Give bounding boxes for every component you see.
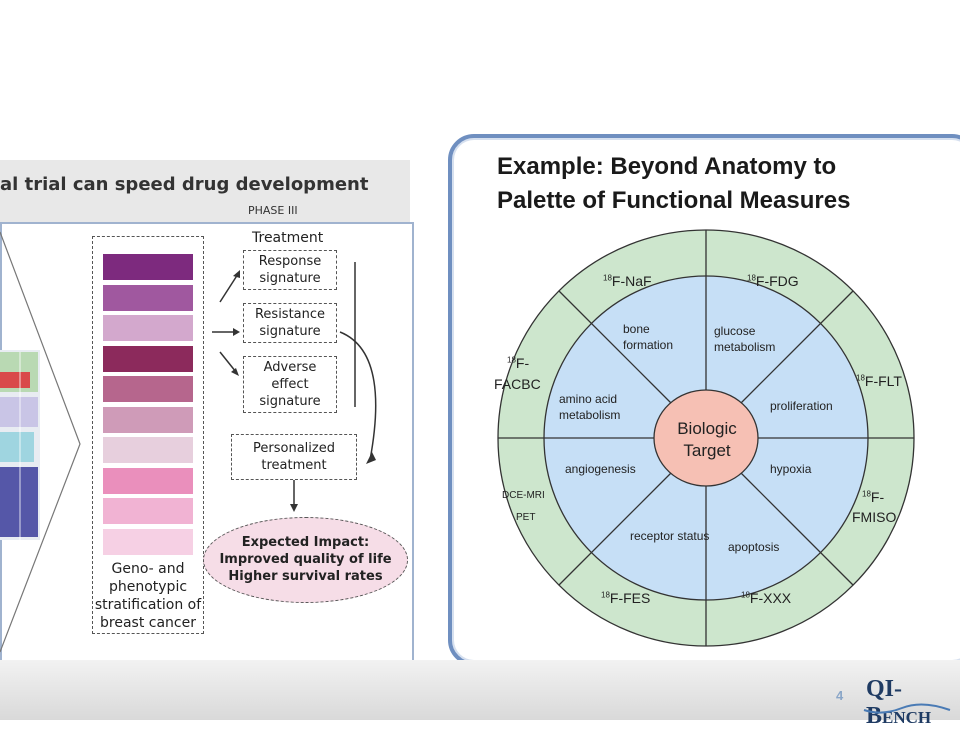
strata-swatch [103, 498, 193, 524]
panel-title: Example: Beyond Anatomy to Palette of Fu… [497, 153, 851, 214]
divider-top-right [739, 290, 854, 405]
label-f-naf: 18F-NaF [603, 273, 652, 289]
biomarker-wheel [497, 229, 915, 647]
expected-impact-ellipse: Expected Impact: Improved quality of lif… [203, 517, 408, 603]
label-pet: PET [516, 512, 536, 523]
strata-swatch [103, 437, 193, 463]
strata-swatch [103, 528, 193, 555]
response-signature-box: Response signature [243, 250, 337, 290]
patient-strata-column [92, 236, 204, 634]
phase-label: PHASE III [248, 204, 298, 217]
chevron-shape [0, 231, 81, 653]
label-f-facbc-bottom: FACBC [494, 376, 541, 392]
label-amino-acid-metabolism: amino acid metabolism [559, 392, 621, 422]
label-f-fmiso-bottom: FMISO [852, 509, 897, 525]
strata-swatch [103, 376, 193, 402]
resistance-signature-box: Resistance signature [243, 303, 337, 343]
left-figure-title: al trial can speed drug development [0, 174, 369, 195]
personalized-treatment-box: Personalized treatment [231, 434, 357, 480]
footer-band [0, 660, 960, 720]
strata-swatch [103, 284, 193, 311]
label-f-fmiso-top: 18F- [862, 489, 885, 505]
divider-bottom-right [739, 471, 854, 586]
left-figure-graphics [0, 231, 377, 653]
label-f-fes: 18F-FES [601, 590, 651, 606]
biologic-target-node [653, 389, 759, 487]
biologic-target-label: Biologic Target [677, 419, 737, 460]
label-angiogenesis: angiogenesis [565, 462, 636, 476]
label-bone-formation: bone formation [623, 322, 674, 352]
label-f-flt: 18F-FLT [856, 373, 902, 389]
label-f-xxx: 18F-XXX [741, 590, 792, 606]
label-apoptosis: apoptosis [728, 540, 780, 554]
adverse-effect-signature-box: Adverse effect signature [243, 356, 337, 413]
label-dce-mri: DCE-MRI [502, 490, 545, 501]
label-receptor-status: receptor status [630, 529, 710, 543]
logo-swoosh-icon [863, 703, 951, 714]
stratification-label: Geno- and phenotypic stratification of b… [94, 561, 202, 631]
page-number: 4 [836, 688, 844, 703]
strata-swatch [103, 254, 193, 280]
divider-top-left [558, 290, 673, 405]
label-glucose-metabolism: glucose metabolism [714, 324, 776, 354]
divider-bottom-left [558, 471, 673, 586]
treatment-heading: Treatment [252, 230, 324, 246]
strata-swatch [103, 467, 193, 494]
strata-swatch [103, 315, 193, 341]
label-hypoxia: hypoxia [770, 462, 812, 476]
label-f-fdg: 18F-FDG [747, 273, 799, 289]
label-proliferation: proliferation [770, 399, 833, 413]
strata-swatch [103, 406, 193, 433]
strata-swatch [103, 345, 193, 372]
label-f-facbc-top: 18F- [507, 355, 530, 371]
